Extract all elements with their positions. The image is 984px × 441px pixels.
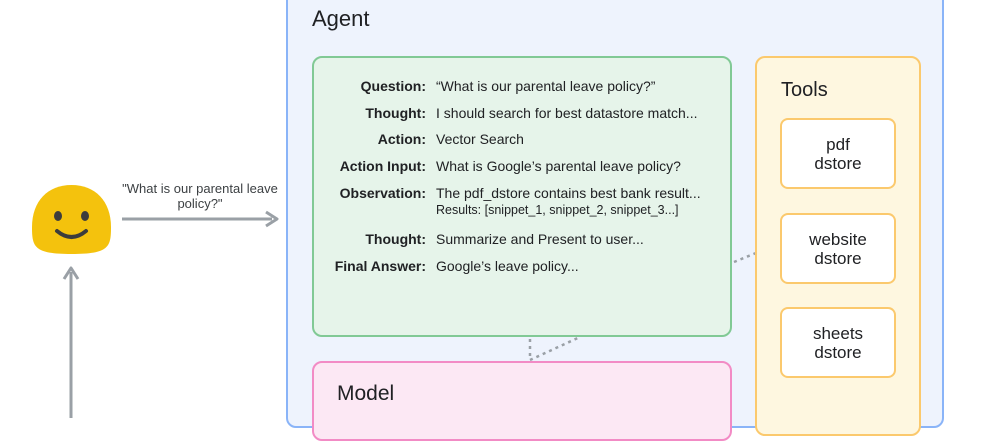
trace-value-results: Results: [snippet_1, snippet_2, snippet_…: [436, 203, 679, 217]
model-title: Model: [337, 382, 395, 405]
tool-website-dstore[interactable]: website dstore: [780, 213, 896, 284]
trace-value: “What is our parental leave policy?”: [436, 78, 656, 94]
user-query-label: "What is our parental leave policy?": [122, 181, 278, 211]
trace-value: I should search for best datastore match…: [436, 105, 698, 121]
trace-key: Thought:: [365, 231, 426, 247]
reasoning-trace-box: Question: “What is our parental leave po…: [312, 56, 732, 337]
tool-pdf-dstore[interactable]: pdf dstore: [780, 118, 896, 189]
agent-title: Agent: [312, 6, 370, 31]
query-arrowhead: [265, 210, 279, 228]
trace-value: Google’s leave policy...: [436, 258, 579, 274]
trace-value: Summarize and Present to user...: [436, 231, 644, 247]
tool-sheets-dstore[interactable]: sheets dstore: [780, 307, 896, 378]
trace-key: Action Input:: [339, 158, 426, 174]
trace-key: Action:: [377, 131, 426, 147]
user-smiley-icon: [32, 185, 111, 254]
tools-title: Tools: [781, 79, 828, 101]
trace-key: Final Answer:: [334, 258, 426, 274]
tool-label: pdf dstore: [814, 134, 862, 173]
tool-label: sheets dstore: [812, 323, 864, 362]
trace-key: Question:: [360, 78, 426, 94]
trace-key: Observation:: [339, 185, 426, 201]
tool-label: website dstore: [809, 229, 867, 268]
return-arrowhead: [62, 266, 80, 280]
trace-value: The pdf_dstore contains best bank result…: [436, 185, 701, 201]
trace-value: Vector Search: [436, 131, 524, 147]
trace-value: What is Google’s parental leave policy?: [436, 158, 681, 174]
trace-key: Thought:: [365, 105, 426, 121]
